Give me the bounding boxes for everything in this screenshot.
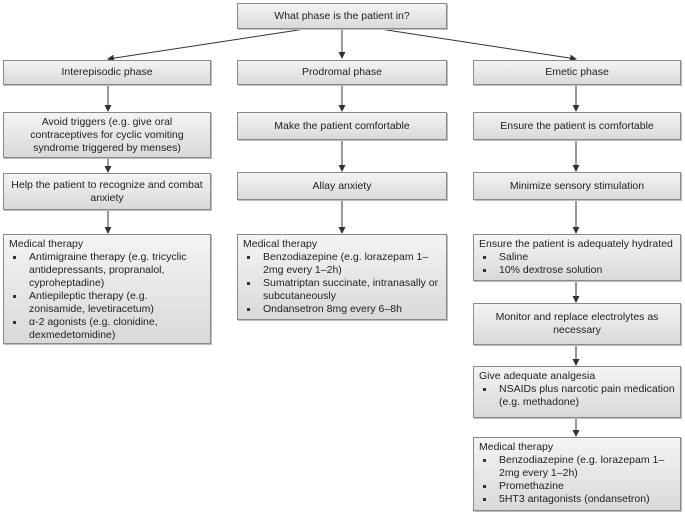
list-item: Saline xyxy=(479,251,675,264)
list-item: Sumatriptan succinate, intranasally or s… xyxy=(243,277,441,303)
analgesia-title: Give adequate analgesia xyxy=(479,370,596,382)
prodromal-therapy-title: Medical therapy xyxy=(243,238,318,250)
avoid-triggers-text: Avoid triggers (e.g. give oral contracep… xyxy=(30,115,184,154)
list-item: Promethazine xyxy=(479,480,675,493)
make-comfortable-text: Make the patient comfortable xyxy=(274,119,410,132)
root-question: What phase is the patient in? xyxy=(274,9,410,22)
list-item: 10% dextrose solution xyxy=(479,264,675,277)
prodromal-phase-label: Prodromal phase xyxy=(302,66,382,78)
emetic-therapy-list: Benzodiazepine (e.g. lorazepam 1–2mg eve… xyxy=(479,454,675,506)
hydration-list: Saline 10% dextrose solution xyxy=(479,251,675,277)
avoid-triggers-box: Avoid triggers (e.g. give oral contracep… xyxy=(3,112,211,158)
minimize-stimulation-text: Minimize sensory stimulation xyxy=(509,179,645,192)
emetic-phase-box: Emetic phase xyxy=(473,60,681,85)
emetic-therapy-box: Medical therapy Benzodiazepine (e.g. lor… xyxy=(473,437,681,511)
emetic-therapy-title: Medical therapy xyxy=(479,441,554,453)
list-item: Benzodiazepine (e.g. lorazepam 1–2mg eve… xyxy=(243,251,441,277)
list-item: α-2 agonists (e.g. clonidine, dexmedetom… xyxy=(9,316,205,342)
list-item: Benzodiazepine (e.g. lorazepam 1–2mg eve… xyxy=(479,454,675,480)
list-item: Ondansetron 8mg every 6–8h xyxy=(243,303,441,316)
prodromal-therapy-box: Medical therapy Benzodiazepine (e.g. lor… xyxy=(237,234,447,320)
ensure-comfortable-text: Ensure the patient is comfortable xyxy=(500,119,654,132)
combat-anxiety-text: Help the patient to recognize and combat… xyxy=(11,178,203,204)
allay-anxiety-box: Allay anxiety xyxy=(237,172,447,200)
ensure-comfortable-box: Ensure the patient is comfortable xyxy=(473,112,681,140)
interepisodic-phase-box: Interepisodic phase xyxy=(3,60,211,85)
interepisodic-therapy-title: Medical therapy xyxy=(9,238,84,250)
arrow-root-to-emetic xyxy=(379,28,577,62)
analgesia-box: Give adequate analgesia NSAIDs plus narc… xyxy=(473,366,681,418)
make-comfortable-box: Make the patient comfortable xyxy=(237,112,447,140)
electrolytes-text: Monitor and replace electrolytes as nece… xyxy=(495,311,659,336)
interepisodic-phase-label: Interepisodic phase xyxy=(61,66,153,78)
prodromal-phase-box: Prodromal phase xyxy=(237,60,447,85)
list-item: NSAIDs plus narcotic pain medication (e.… xyxy=(479,383,675,409)
electrolytes-box: Monitor and replace electrolytes as nece… xyxy=(473,303,681,345)
hydration-title: Ensure the patient is adequately hydrate… xyxy=(479,238,673,250)
minimize-stimulation-box: Minimize sensory stimulation xyxy=(473,172,681,200)
interepisodic-therapy-box: Medical therapy Antimigraine therapy (e.… xyxy=(3,234,211,344)
list-item: Antimigraine therapy (e.g. tricyclic ant… xyxy=(9,251,205,290)
list-item: Antiepileptic therapy (e.g. zonisamide, … xyxy=(9,290,205,316)
hydration-box: Ensure the patient is adequately hydrate… xyxy=(473,234,681,281)
interepisodic-therapy-list: Antimigraine therapy (e.g. tricyclic ant… xyxy=(9,251,205,342)
allay-anxiety-text: Allay anxiety xyxy=(312,179,372,192)
emetic-phase-label: Emetic phase xyxy=(545,66,609,78)
root-question-box: What phase is the patient in? xyxy=(237,3,447,29)
analgesia-list: NSAIDs plus narcotic pain medication (e.… xyxy=(479,383,675,409)
prodromal-therapy-list: Benzodiazepine (e.g. lorazepam 1–2mg eve… xyxy=(243,251,441,316)
combat-anxiety-box: Help the patient to recognize and combat… xyxy=(3,173,211,210)
list-item: 5HT3 antagonists (ondansetron) xyxy=(479,493,675,506)
arrow-root-to-interepisodic xyxy=(107,28,306,62)
